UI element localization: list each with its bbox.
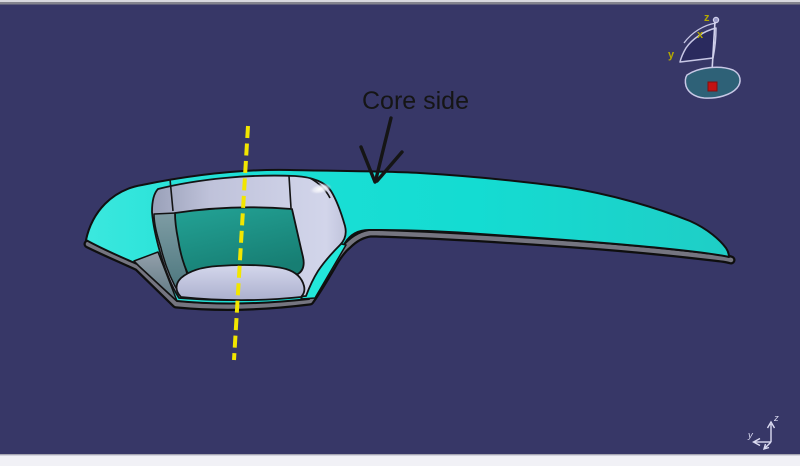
triad-x-arrowhead <box>762 443 770 451</box>
compass-label-x: x <box>697 29 704 41</box>
bottom-strip <box>0 455 800 466</box>
triad-x-axis <box>764 441 772 449</box>
axis-triad: z y <box>747 413 779 451</box>
compass-axis-labels: z x y <box>668 12 710 61</box>
top-edge-light <box>0 0 800 2</box>
compass-label-z: z <box>704 12 710 24</box>
triad-label-z: z <box>773 413 779 424</box>
bottom-strip-border <box>0 454 800 456</box>
triad-y-arrowhead <box>752 437 761 447</box>
annotation-core-side: Core side <box>359 87 469 184</box>
compass-x-arc <box>683 22 717 44</box>
rotation-axis-line[interactable] <box>232 125 250 361</box>
part-model[interactable] <box>83 168 736 311</box>
annotation-label: Core side <box>362 87 469 115</box>
pocket-floor-fillet <box>175 264 306 301</box>
view-compass[interactable]: z x y <box>668 12 741 99</box>
compass-label-y: y <box>668 49 675 61</box>
triad-label-y: y <box>747 430 754 441</box>
annotation-arrow <box>359 116 404 184</box>
compass-origin-handle[interactable] <box>707 81 718 92</box>
part-underside-band <box>85 230 734 309</box>
compass-sail[interactable] <box>679 27 717 63</box>
rim-highlight <box>308 183 332 195</box>
triad-z-arrowhead <box>766 420 776 429</box>
pocket-outer-wall-left <box>133 251 178 302</box>
top-edge-gray <box>0 2 800 5</box>
compass-knob[interactable] <box>712 16 720 24</box>
